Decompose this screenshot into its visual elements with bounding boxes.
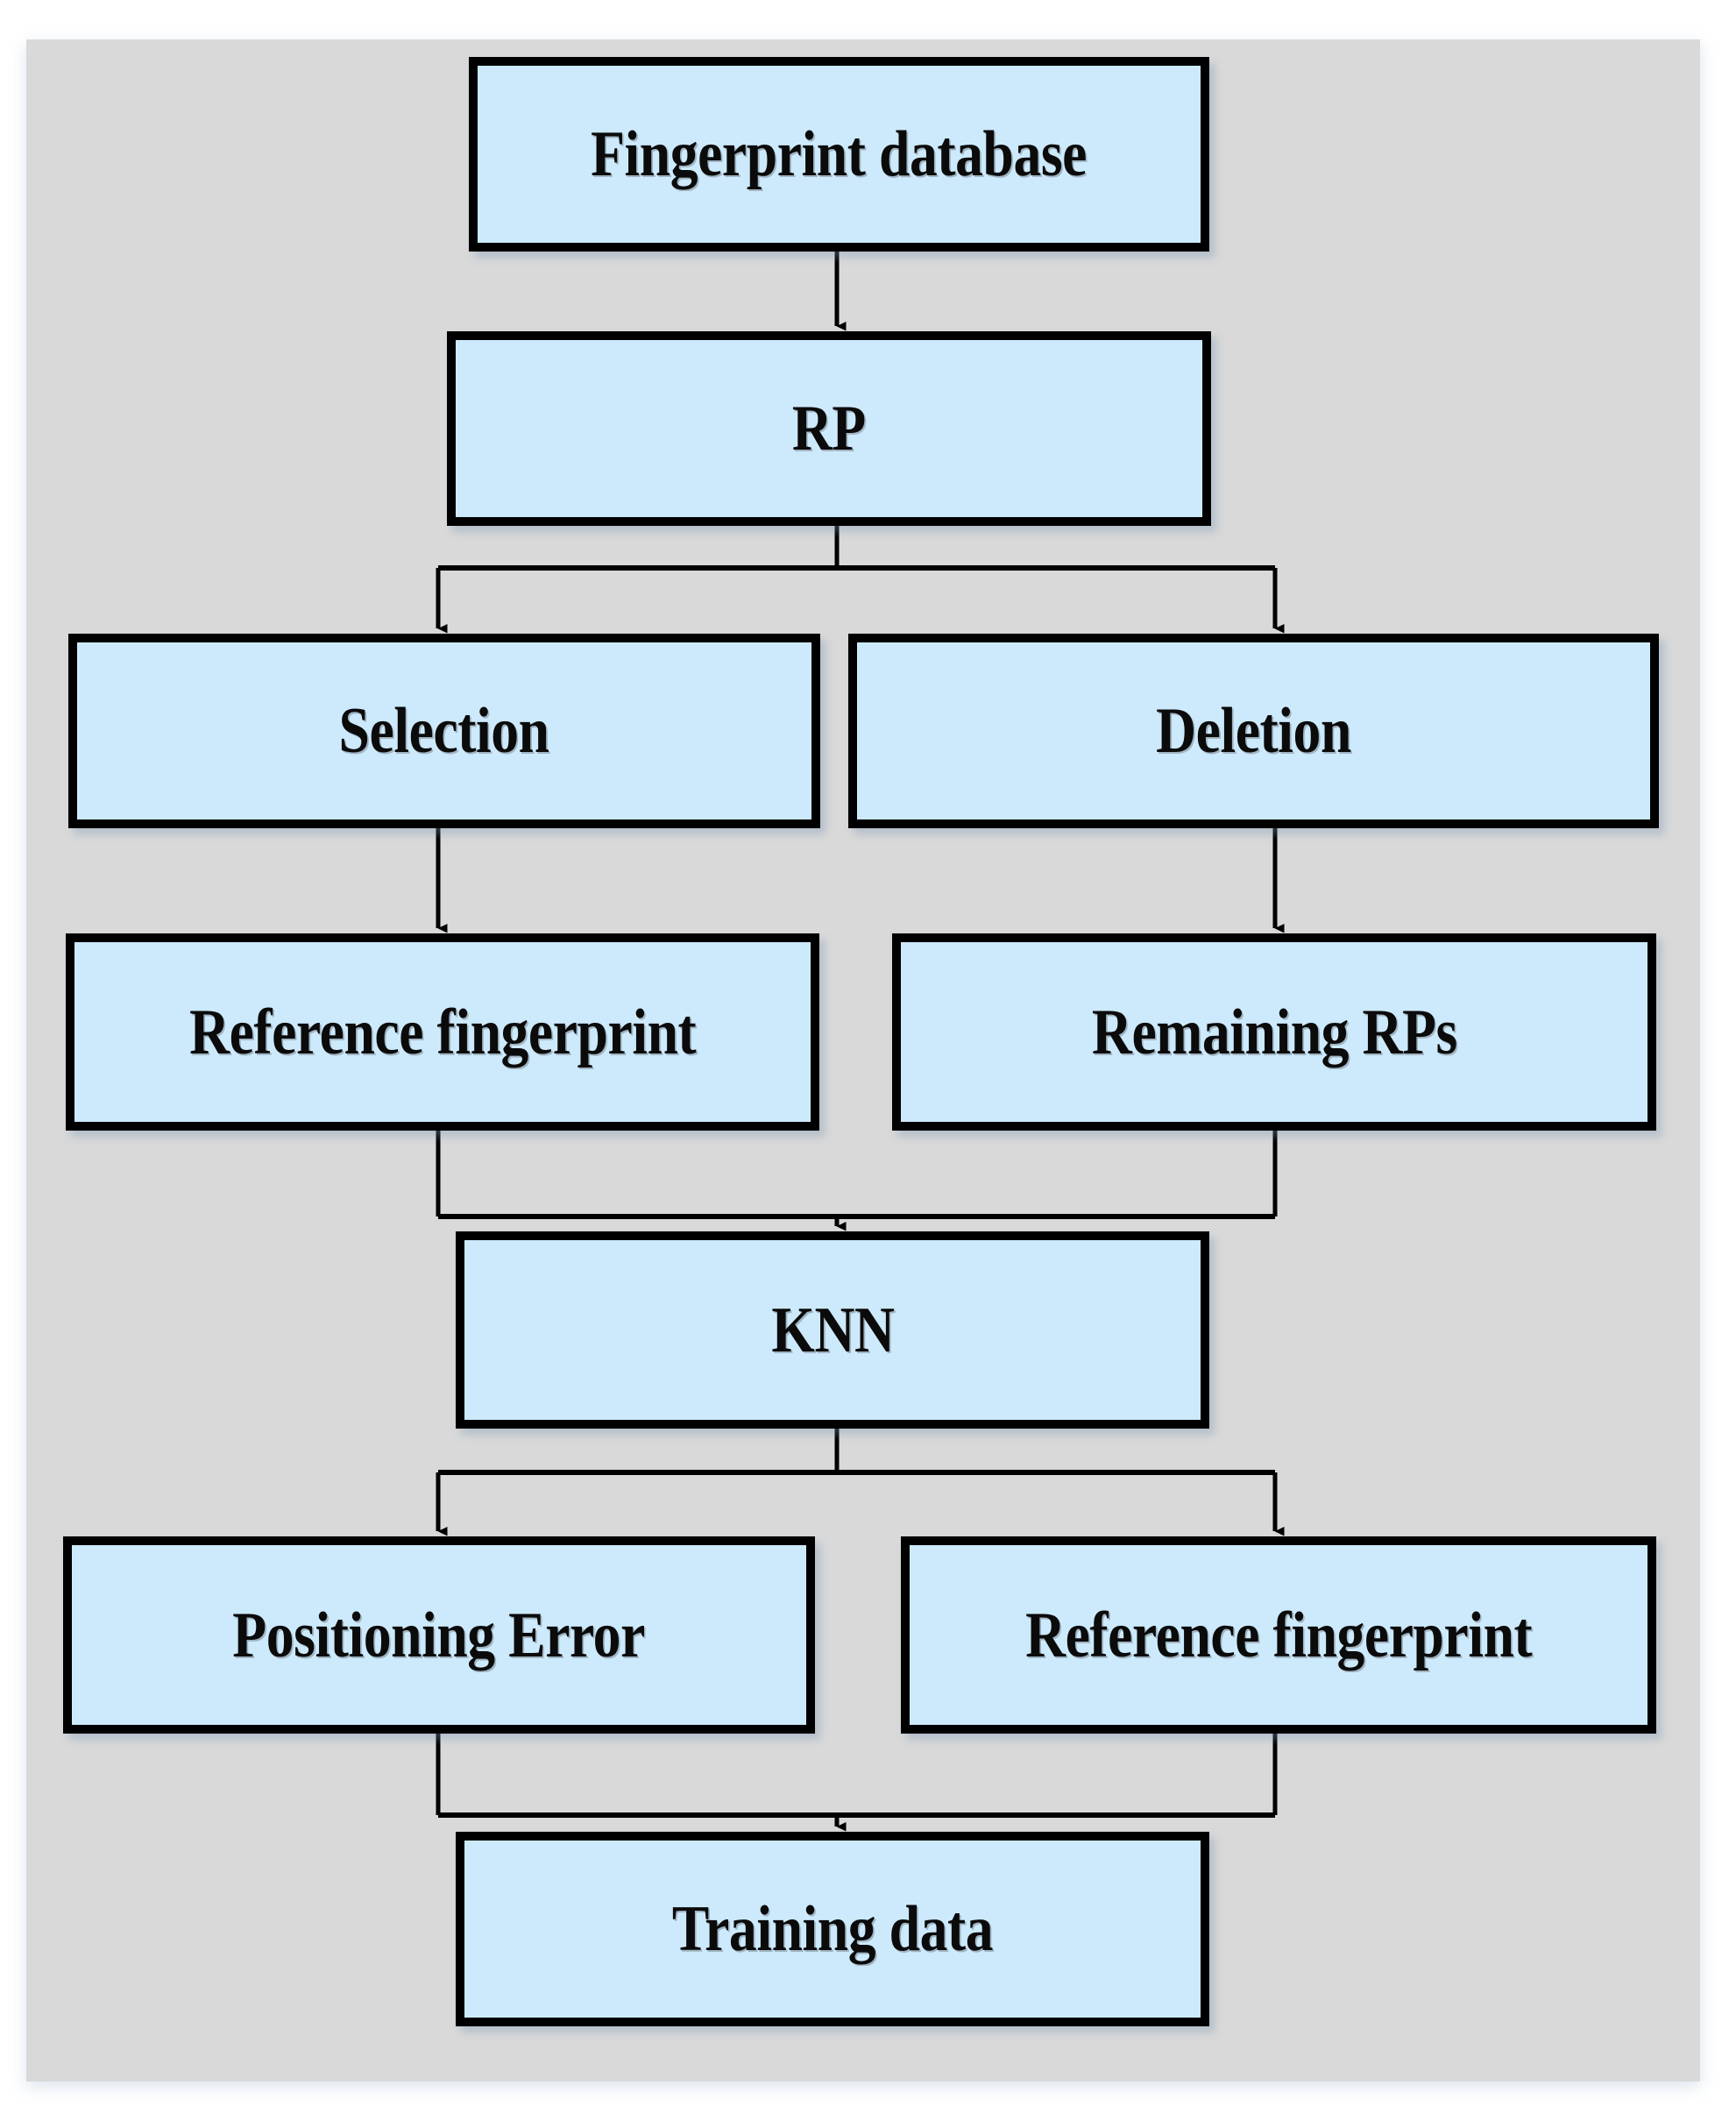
node-label: RP xyxy=(792,393,866,465)
node-rp[interactable]: RP xyxy=(447,331,1211,526)
node-training-data[interactable]: Training data xyxy=(456,1832,1209,2026)
node-deletion[interactable]: Deletion xyxy=(848,634,1659,828)
node-label: Positioning Error xyxy=(232,1599,646,1671)
node-fingerprint-database[interactable]: Fingerprint database xyxy=(469,57,1209,252)
node-knn[interactable]: KNN xyxy=(456,1231,1209,1429)
node-selection[interactable]: Selection xyxy=(68,634,820,828)
node-label: KNN xyxy=(770,1294,895,1366)
node-label: Reference fingerprint xyxy=(1024,1599,1533,1671)
node-label: Remaining RPs xyxy=(1091,996,1457,1068)
node-remaining-rps[interactable]: Remaining RPs xyxy=(892,933,1656,1131)
node-label: Reference fingerprint xyxy=(188,996,697,1068)
node-label: Training data xyxy=(671,1893,994,1965)
node-reference-fingerprint-1[interactable]: Reference fingerprint xyxy=(66,933,819,1131)
node-label: Fingerprint database xyxy=(591,118,1088,190)
node-label: Deletion xyxy=(1156,695,1351,767)
node-positioning-error[interactable]: Positioning Error xyxy=(63,1536,815,1734)
node-reference-fingerprint-2[interactable]: Reference fingerprint xyxy=(901,1536,1656,1734)
node-label: Selection xyxy=(338,695,550,767)
